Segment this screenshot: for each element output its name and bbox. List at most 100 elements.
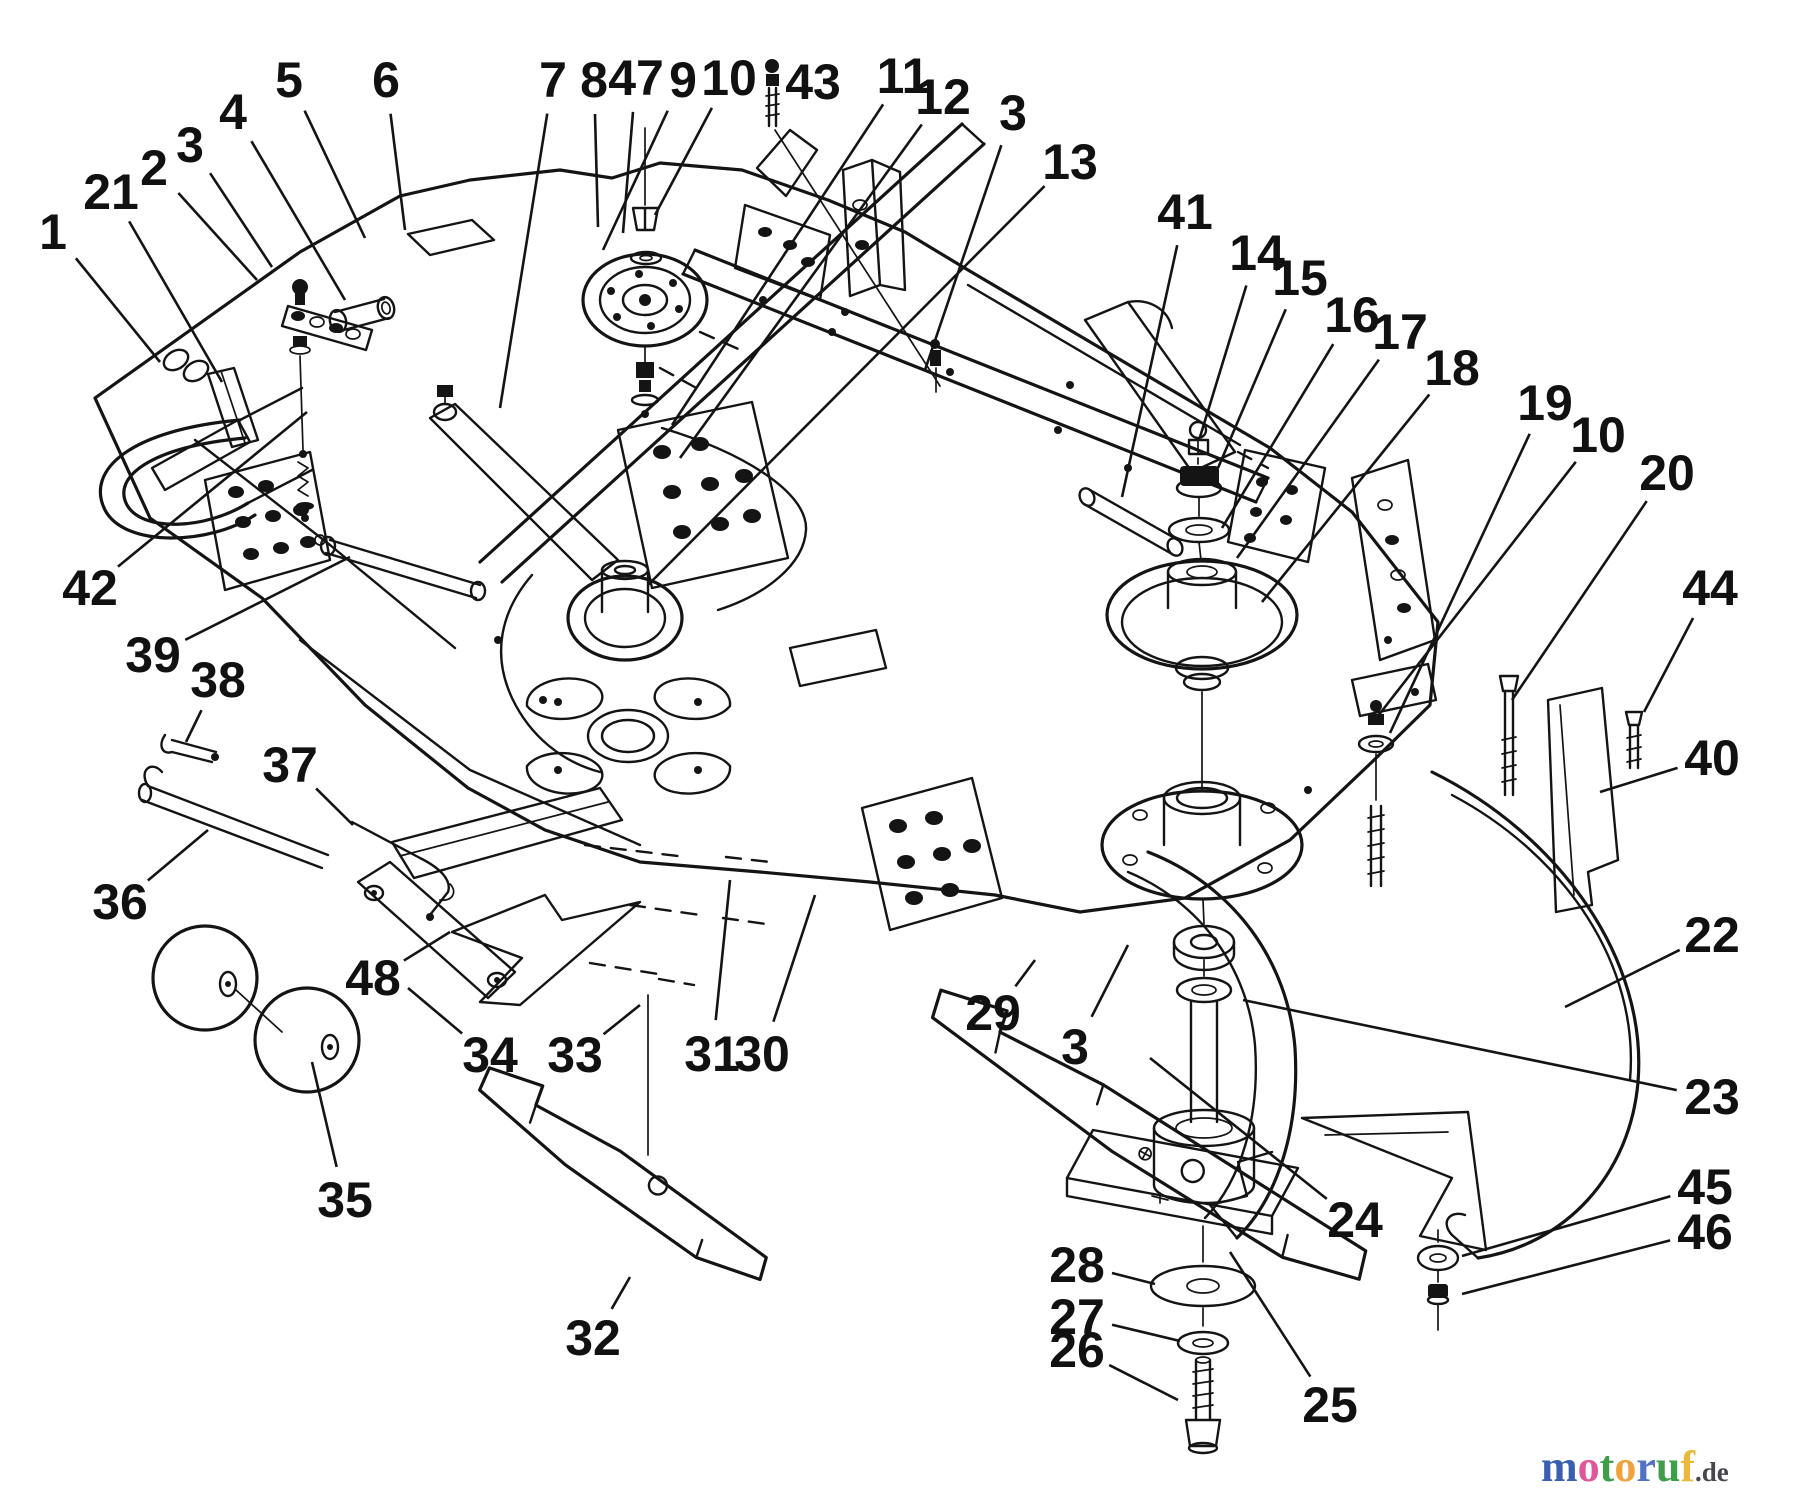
deck-rib-lobes xyxy=(525,677,732,795)
callout-40: 40 xyxy=(1599,730,1740,794)
callout-25: 25 xyxy=(1228,1251,1358,1433)
callout-label: 40 xyxy=(1684,730,1740,786)
callout-label: 41 xyxy=(1157,184,1213,240)
discharge-baffle xyxy=(1126,850,1488,1252)
leader-line xyxy=(1216,308,1287,469)
leader-line xyxy=(653,107,714,216)
callout-43: 43 xyxy=(785,54,841,110)
right-deck-rod xyxy=(1078,487,1184,557)
callout-21: 21 xyxy=(83,164,224,383)
callout-label: 3 xyxy=(999,85,1027,141)
deck-decal xyxy=(788,628,888,688)
callout-26: 26 xyxy=(1049,1322,1179,1402)
callout-label: 25 xyxy=(1302,1377,1358,1433)
callout-label: 14 xyxy=(1229,225,1285,281)
callout-6: 6 xyxy=(372,52,407,231)
callout-label: 20 xyxy=(1639,445,1695,501)
deck-bolt-43 xyxy=(765,59,780,128)
callout-label: 22 xyxy=(1684,907,1740,963)
callout-label: 6 xyxy=(372,52,400,108)
callout-label: 3 xyxy=(176,117,204,173)
callout-label: 42 xyxy=(62,560,118,616)
spindle-mount-bolts xyxy=(1357,674,1644,888)
watermark-letter: t xyxy=(1599,1442,1615,1491)
callout-label: 8 xyxy=(580,52,608,108)
callout-label: 4 xyxy=(219,84,247,140)
callout-label: 10 xyxy=(701,50,757,106)
left-blade xyxy=(478,1066,768,1282)
leader-line xyxy=(184,555,351,642)
leader-line xyxy=(1149,1056,1328,1200)
callout-41: 41 xyxy=(1120,184,1213,498)
leader-line xyxy=(1242,998,1678,1092)
callout-36: 36 xyxy=(92,829,209,930)
lever-37 xyxy=(350,820,455,921)
leader-line xyxy=(1260,393,1431,603)
callout-12: 12 xyxy=(678,69,971,459)
callout-46: 46 xyxy=(1461,1204,1733,1296)
callout-label: 10 xyxy=(1570,407,1626,463)
leader-line xyxy=(177,192,258,281)
callout-10: 10 xyxy=(653,50,757,216)
callout-label: 5 xyxy=(275,52,303,108)
callout-20: 20 xyxy=(1510,445,1695,701)
leader-line xyxy=(923,144,1003,371)
leader-line xyxy=(772,894,817,1023)
callout-label: 48 xyxy=(345,950,401,1006)
leader-line xyxy=(498,113,549,409)
leader-line xyxy=(593,113,600,228)
leader-line xyxy=(1388,433,1531,734)
callout-23: 23 xyxy=(1242,998,1740,1125)
callout-34: 34 xyxy=(407,987,518,1083)
callout-label: 19 xyxy=(1517,375,1573,431)
callout-label: 24 xyxy=(1327,1192,1383,1248)
leader-line xyxy=(403,930,451,962)
watermark-letter: o xyxy=(1614,1442,1637,1491)
callout-label: 18 xyxy=(1424,340,1480,396)
leader-line xyxy=(1120,244,1179,498)
s-hook xyxy=(162,348,210,383)
callout-label: 31 xyxy=(684,1026,740,1082)
chute-nut-washer xyxy=(1416,1229,1460,1331)
gauge-wheels xyxy=(151,924,361,1094)
belt-guard xyxy=(150,366,260,492)
callout-39: 39 xyxy=(125,555,351,683)
callout-label: 47 xyxy=(608,50,664,106)
right-spindle-stack xyxy=(1065,420,1304,1236)
leader-line xyxy=(678,123,923,459)
callout-label: 28 xyxy=(1049,1237,1105,1293)
callout-label: 30 xyxy=(734,1026,790,1082)
callout-48: 48 xyxy=(345,930,451,1006)
callout-label: 38 xyxy=(190,652,246,708)
callout-15: 15 xyxy=(1216,250,1328,469)
watermark-letter: o xyxy=(1577,1442,1600,1491)
callout-3: 3 xyxy=(923,85,1027,371)
mid-left-mount-plate xyxy=(616,400,790,590)
leader-line xyxy=(117,410,308,568)
callout-label: 21 xyxy=(83,164,139,220)
callout-label: 44 xyxy=(1682,560,1738,616)
callout-30: 30 xyxy=(734,894,817,1082)
rod-39 xyxy=(314,534,487,602)
watermark-letters: motoruf xyxy=(1541,1442,1695,1491)
callout-label: 3 xyxy=(1061,1019,1089,1075)
leader-line xyxy=(602,1003,641,1036)
leader-line xyxy=(389,113,407,231)
callout-42: 42 xyxy=(62,410,308,616)
leader-line xyxy=(128,220,224,383)
callout-label: 7 xyxy=(539,52,567,108)
callout-32: 32 xyxy=(565,1276,632,1366)
callout-5: 5 xyxy=(275,52,367,239)
deck-center-opening xyxy=(499,426,808,774)
leader-line xyxy=(74,257,162,363)
leader-line xyxy=(1111,1323,1181,1343)
callout-3: 3 xyxy=(176,117,274,268)
leader-line xyxy=(1108,1363,1179,1402)
callout-label: 17 xyxy=(1372,304,1428,360)
watermark-letter: r xyxy=(1636,1442,1656,1491)
callout-7: 7 xyxy=(498,52,567,409)
callout-38: 38 xyxy=(184,652,246,743)
callout-9: 9 xyxy=(601,52,697,251)
